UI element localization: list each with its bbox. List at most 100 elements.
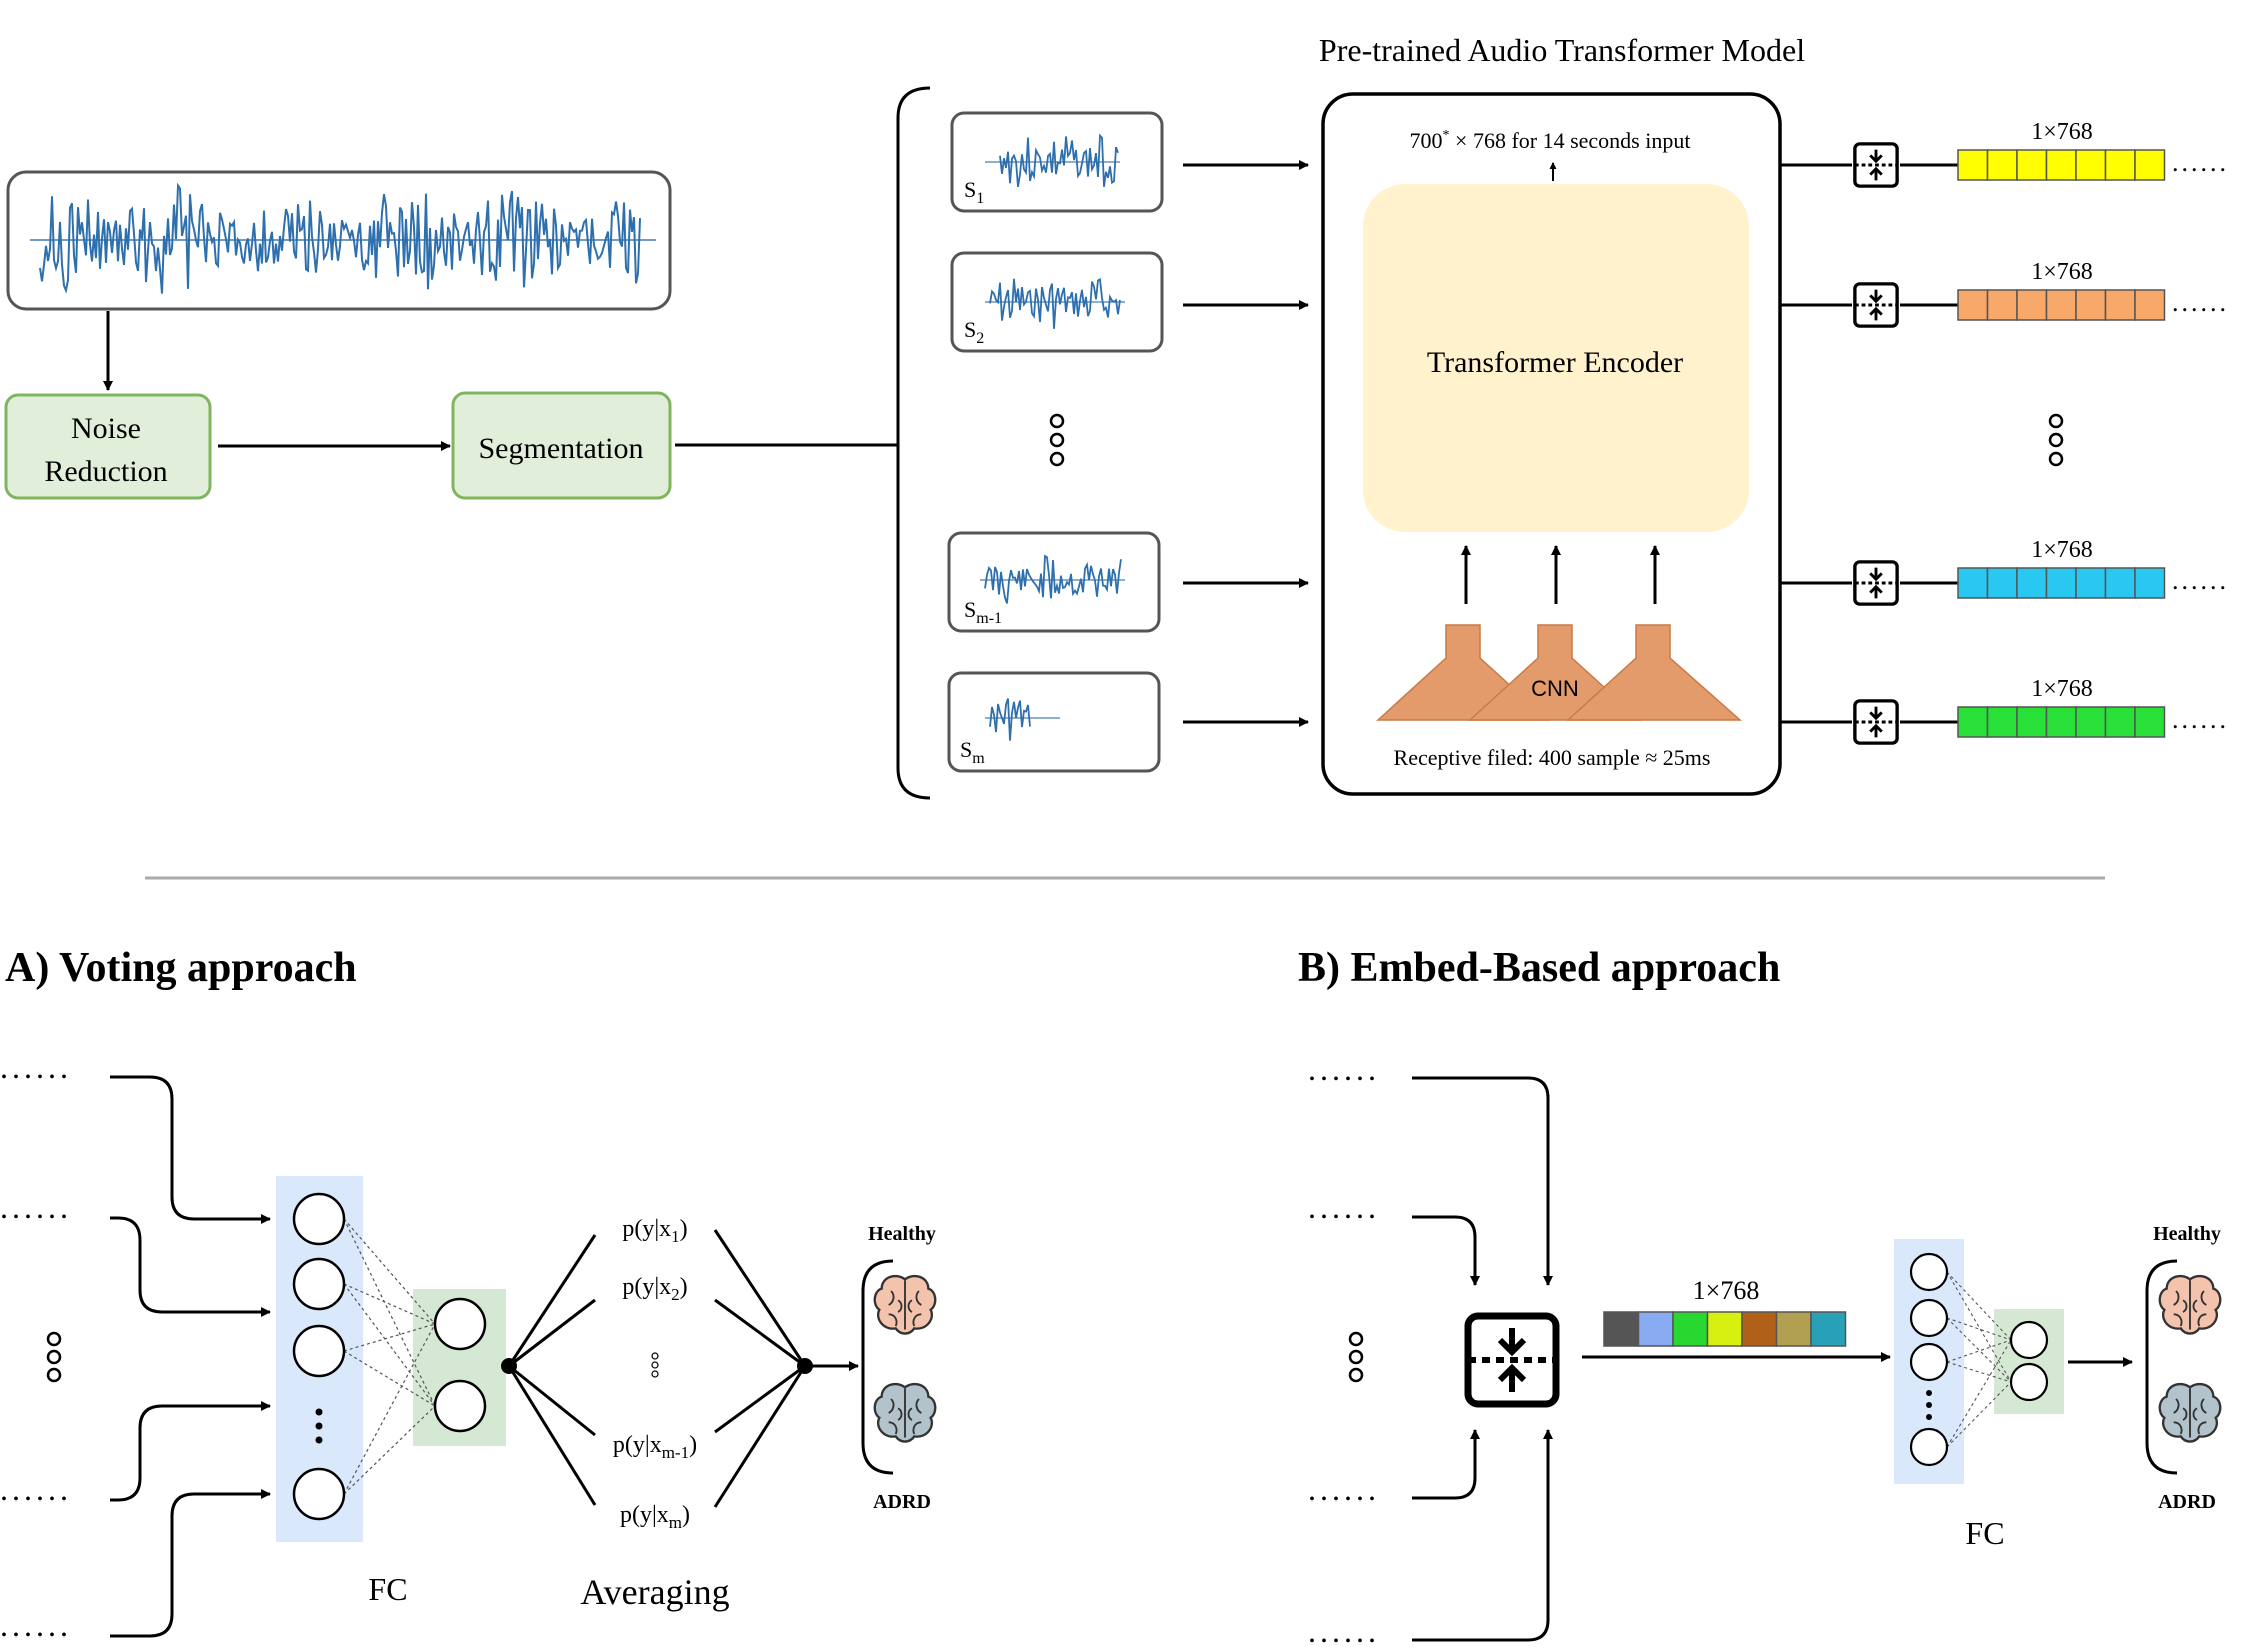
embedding-dim-label: 1×768 xyxy=(2031,537,2093,563)
adrd-label: ADRD xyxy=(873,1491,931,1513)
svg-text:S2: S2 xyxy=(964,317,984,347)
embedding-cell xyxy=(1672,1311,1709,1347)
embedding-cell xyxy=(2134,149,2166,181)
embedding-cell xyxy=(2104,149,2136,181)
embedding-cell xyxy=(2075,289,2107,321)
embedding-cell xyxy=(2045,289,2077,321)
compress-icon xyxy=(1853,560,1899,606)
cnn-label: CNN xyxy=(1531,676,1579,701)
audio-waveform-box xyxy=(6,170,672,311)
embedding-cell xyxy=(1810,1311,1847,1347)
embedding-cell xyxy=(1986,706,2018,738)
segment-label: S xyxy=(964,597,976,622)
embedding-dim-label: 1×768 xyxy=(2031,119,2093,145)
voting-inputs: ...... ...... ...... ...... xyxy=(0,1049,271,1643)
embedding-cell xyxy=(1957,289,1989,321)
segment-label: S xyxy=(964,317,976,342)
output-brace xyxy=(861,1259,894,1475)
embedding-vector xyxy=(1603,1311,1847,1347)
receptive-field-label: Receptive filed: 400 sample ≈ 25ms xyxy=(1394,745,1711,770)
embedding-cell xyxy=(1986,149,2018,181)
voting-output: Healthy ADRD xyxy=(861,1223,937,1513)
input-dots: ...... xyxy=(0,1471,72,1507)
outputs-ellipsis xyxy=(2048,413,2064,467)
embedding-cell xyxy=(2134,289,2166,321)
embed-output: Healthy ADRD xyxy=(2145,1223,2222,1513)
embedding-cell xyxy=(1706,1311,1743,1347)
segment-subscript: 1 xyxy=(976,190,984,207)
segmentation-box: Segmentation xyxy=(451,391,672,500)
voting-fc-network: FC xyxy=(276,1176,506,1607)
embedding-cell xyxy=(2016,706,2048,738)
voting-inputs-ellipsis xyxy=(46,1331,62,1383)
prob-x2: p(y|x2) xyxy=(622,1274,687,1304)
averaging-label: Averaging xyxy=(580,1572,729,1612)
embedding-outputs: 1×768......1×768......1×768......1×768..… xyxy=(1780,119,2229,745)
aggregate-compress-icon xyxy=(1468,1316,1556,1404)
embedding-cell xyxy=(2104,567,2136,599)
svg-text:Sm-1: Sm-1 xyxy=(964,597,1002,627)
embedding-cell xyxy=(1603,1311,1640,1347)
output-brace xyxy=(2145,1259,2178,1475)
transformer-encoder-block xyxy=(1363,184,1749,532)
segment-subscript: 2 xyxy=(976,330,984,347)
embedding-cell xyxy=(1957,567,1989,599)
embedding-output-1: 1×768...... xyxy=(1780,119,2229,188)
embedding-cell xyxy=(1986,289,2018,321)
segment-label: S xyxy=(960,737,972,762)
segment-label: S xyxy=(964,177,976,202)
embedding-cell xyxy=(2075,149,2107,181)
embed-title: B) Embed-Based approach xyxy=(1298,945,1780,991)
segment-s2: S2 xyxy=(950,251,1164,353)
embed-inputs: ...... ...... ...... ...... xyxy=(1308,1051,1553,1649)
trailing-dots: ...... xyxy=(2172,705,2229,734)
embed-fc-network: FC xyxy=(1894,1239,2064,1551)
input-dots: ...... xyxy=(0,1189,72,1225)
transformer-model-box: 700* × 768 for 14 seconds input Transfor… xyxy=(1321,92,1782,796)
embedding-dim-label: 1×768 xyxy=(2031,259,2093,285)
embedding-output-2: 1×768...... xyxy=(1780,259,2229,328)
noise-reduction-label-1: Noise xyxy=(71,412,141,445)
trailing-dots: ...... xyxy=(2172,288,2229,317)
embedding-cell xyxy=(1637,1311,1674,1347)
adrd-label: ADRD xyxy=(2158,1491,2216,1513)
embedding-dim-label: 1×768 xyxy=(2031,676,2093,702)
voting-averaging: p(y|x1) p(y|x2) p(y|xm-1) p(y|xm) Averag… xyxy=(501,1216,859,1612)
prob-x1: p(y|x1) xyxy=(622,1216,687,1246)
svg-text:S1: S1 xyxy=(964,177,984,207)
compress-icon xyxy=(1853,142,1899,188)
embedding-output-3: 1×768...... xyxy=(1780,537,2229,606)
embedding-cell xyxy=(1741,1311,1778,1347)
output-shape-label: 700* × 768 for 14 seconds input xyxy=(1410,128,1691,153)
segments-brace xyxy=(896,86,931,800)
segment-sm: Sm xyxy=(947,671,1161,773)
embedding-cell xyxy=(2134,567,2166,599)
embedding-cell xyxy=(2045,567,2077,599)
segmentation-label: Segmentation xyxy=(479,432,644,465)
embedding-cell xyxy=(2104,289,2136,321)
input-dots: ...... xyxy=(1308,1189,1380,1225)
embedding-cell xyxy=(1957,706,1989,738)
model-title: Pre-trained Audio Transformer Model xyxy=(1319,32,1805,68)
segment-sm1: Sm-1 xyxy=(947,531,1161,633)
embed-inputs-ellipsis xyxy=(1348,1331,1364,1383)
embedding-cell xyxy=(2045,149,2077,181)
embedding-cell xyxy=(2045,706,2077,738)
embedding-cell xyxy=(1986,567,2018,599)
adrd-brain-icon xyxy=(2158,1382,2222,1443)
trailing-dots: ...... xyxy=(2172,148,2229,177)
svg-text:Sm: Sm xyxy=(960,737,985,767)
voting-title: A) Voting approach xyxy=(5,945,357,991)
cnn-block: CNN xyxy=(1376,624,1742,721)
embed-bar-label: 1×768 xyxy=(1693,1276,1760,1305)
trailing-dots: ...... xyxy=(2172,566,2229,595)
noise-reduction-label-2: Reduction xyxy=(44,455,167,488)
compress-icon xyxy=(1853,282,1899,328)
embedding-output-4: 1×768...... xyxy=(1780,676,2229,745)
embedding-cell xyxy=(2075,567,2107,599)
voting-fc-label: FC xyxy=(368,1571,407,1607)
input-dots: ...... xyxy=(0,1607,72,1643)
embed-fc-label: FC xyxy=(1965,1515,2004,1551)
input-dots: ...... xyxy=(0,1049,72,1085)
